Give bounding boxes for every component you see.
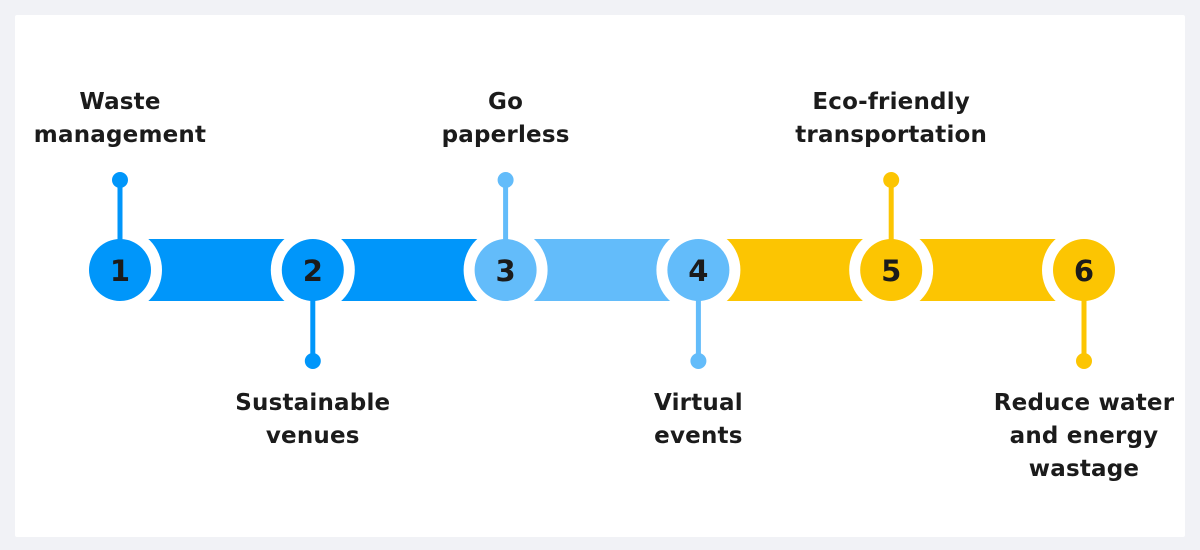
connector-dot: [497, 172, 514, 188]
step-number: 4: [688, 254, 708, 288]
step-label-line: venues: [265, 423, 360, 449]
step-number: 3: [496, 254, 516, 288]
step-label-line: Virtual: [653, 390, 743, 416]
step-label: Waste management: [34, 86, 206, 152]
step-label: Reduce water and energy wastage: [994, 387, 1175, 486]
timeline-step-numbers: 1 2 3 4 5 6: [110, 254, 1094, 288]
step-circle: [281, 239, 344, 301]
step-label-line: Go: [488, 89, 524, 115]
connector-dot: [304, 353, 321, 369]
step-label-line: wastage: [1028, 456, 1140, 482]
step-number: 5: [881, 254, 901, 288]
timeline-bars: [120, 239, 1084, 301]
step-circle: [89, 239, 151, 301]
step-number: 1: [110, 254, 130, 288]
connector-dot: [1076, 353, 1092, 369]
step-circle: [860, 239, 923, 301]
connector-dot: [112, 172, 128, 188]
step-circle: [474, 239, 537, 301]
step-label: Go paperless: [442, 86, 570, 152]
step-label-line: Reduce water: [993, 390, 1175, 416]
step-label-line: and energy: [1009, 423, 1159, 449]
step-label-line: transportation: [795, 122, 988, 148]
step-label: Virtual events: [654, 387, 743, 453]
connector-dot: [883, 172, 900, 188]
step-label-line: management: [33, 122, 207, 148]
step-circle: [1053, 239, 1115, 301]
step-label-line: events: [654, 423, 743, 449]
connector-dot: [690, 353, 707, 369]
timeline-step-circles: [89, 239, 1115, 301]
step-circle: [667, 239, 730, 301]
step-label: Sustainable venues: [235, 387, 390, 453]
step-label-line: paperless: [441, 122, 570, 148]
step-label-line: Eco-friendly: [812, 89, 970, 115]
step-number: 2: [303, 254, 323, 288]
step-label-line: Sustainable: [235, 390, 391, 416]
step-label-line: Waste: [79, 89, 161, 115]
step-number: 6: [1074, 254, 1094, 288]
step-label: Eco-friendly transportation: [795, 86, 987, 152]
